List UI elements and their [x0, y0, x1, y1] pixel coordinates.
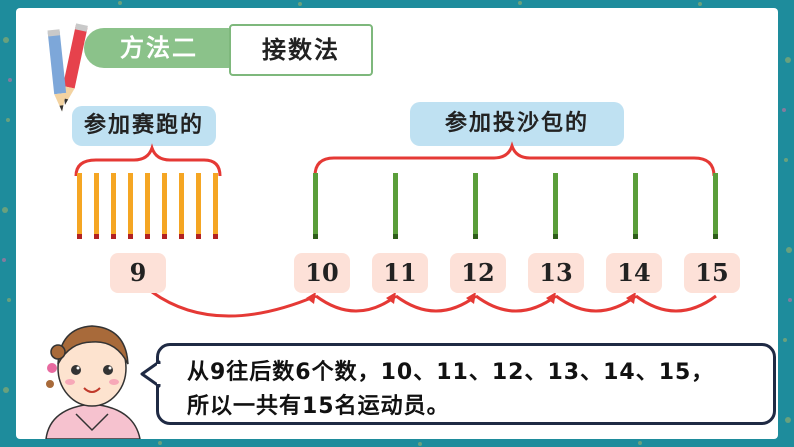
orange-stick	[196, 173, 201, 239]
green-stick	[473, 173, 478, 239]
slide-canvas: 方法二 接数法 参加赛跑的 参加投沙包的	[16, 8, 778, 439]
explanation-line-1: 从9往后数6个数，10、11、12、13、14、15，	[187, 360, 715, 385]
number-box-14: 14	[606, 253, 662, 293]
orange-stick	[162, 173, 167, 239]
sandbag-brace	[313, 141, 716, 177]
method-tab: 方法二	[84, 28, 234, 68]
number-box-12: 12	[450, 253, 506, 293]
green-stick	[313, 173, 318, 239]
runners-sticks	[77, 173, 218, 239]
speech-bubble-tail	[140, 360, 162, 388]
orange-stick	[145, 173, 150, 239]
speech-bubble: 从9往后数6个数，10、11、12、13、14、15， 所以一共有15名运动员。	[156, 343, 776, 425]
explanation-line-2: 所以一共有15名运动员。	[187, 394, 450, 419]
green-stick	[393, 173, 398, 239]
green-stick	[713, 173, 718, 239]
method-name: 接数法	[229, 24, 373, 76]
runners-brace	[74, 143, 222, 177]
orange-stick	[94, 173, 99, 239]
sandbag-label: 参加投沙包的	[410, 102, 624, 146]
orange-stick	[77, 173, 82, 239]
orange-stick	[128, 173, 133, 239]
counting-arcs	[151, 290, 717, 318]
girl-avatar-icon	[45, 325, 141, 439]
orange-stick	[111, 173, 116, 239]
number-box-11: 11	[372, 253, 428, 293]
runners-label: 参加赛跑的	[72, 106, 216, 146]
counting-diagram	[74, 141, 718, 318]
number-box-13: 13	[528, 253, 584, 293]
number-box-9: 9	[110, 253, 166, 293]
arc-arrowheads	[306, 292, 636, 304]
green-stick	[633, 173, 638, 239]
orange-stick	[213, 173, 218, 239]
number-box-10: 10	[294, 253, 350, 293]
number-box-15: 15	[684, 253, 740, 293]
sandbag-sticks	[313, 173, 718, 239]
orange-stick	[179, 173, 184, 239]
green-stick	[553, 173, 558, 239]
pencils-icon	[47, 23, 88, 112]
